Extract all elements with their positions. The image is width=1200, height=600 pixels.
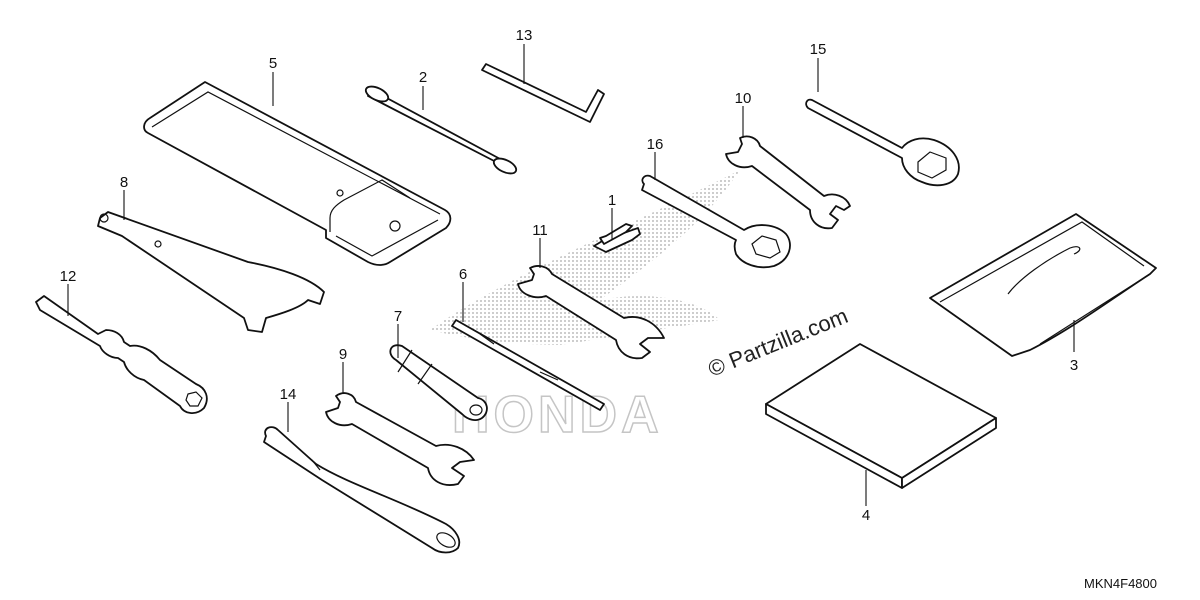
callout-9[interactable]: 9 — [339, 346, 347, 363]
callout-16[interactable]: 16 — [647, 136, 664, 153]
callout-8[interactable]: 8 — [120, 174, 128, 191]
callout-5[interactable]: 5 — [269, 55, 277, 72]
part-box-wrench-15[interactable] — [805, 98, 960, 187]
callout-3[interactable]: 3 — [1070, 357, 1078, 374]
callout-1[interactable]: 1 — [608, 192, 616, 209]
diagram-code: MKN4F4800 — [1084, 576, 1157, 591]
callout-labels: 5 2 13 15 10 16 1 11 8 12 6 7 9 14 4 3 — [60, 27, 1079, 524]
callout-7[interactable]: 7 — [394, 308, 402, 325]
callout-2[interactable]: 2 — [419, 69, 427, 86]
part-wrench-16[interactable] — [641, 174, 791, 269]
callout-12[interactable]: 12 — [60, 268, 77, 285]
callout-10[interactable]: 10 — [735, 90, 752, 107]
part-screwdriver-bit[interactable] — [451, 319, 605, 411]
callout-4[interactable]: 4 — [862, 507, 870, 524]
part-pin-rod[interactable] — [364, 83, 519, 176]
part-wrench-9[interactable] — [325, 392, 475, 486]
part-socket-wrench[interactable] — [35, 295, 208, 414]
part-hex-key[interactable] — [481, 63, 605, 123]
callout-11[interactable]: 11 — [532, 222, 548, 239]
part-tool-bag[interactable] — [143, 81, 452, 266]
part-tool-pouch[interactable] — [929, 213, 1157, 357]
part-wrench-10[interactable] — [725, 135, 851, 230]
part-fuse-puller[interactable] — [593, 223, 641, 253]
leader-lines — [67, 44, 1075, 506]
part-owners-manual[interactable] — [765, 343, 997, 489]
callout-13[interactable]: 13 — [516, 27, 533, 44]
honda-logo-watermark: HONDA — [430, 170, 740, 445]
part-screwdriver-handle[interactable] — [389, 344, 488, 421]
callout-15[interactable]: 15 — [810, 41, 827, 58]
callout-6[interactable]: 6 — [459, 266, 467, 283]
callout-14[interactable]: 14 — [280, 386, 297, 403]
part-wrench-11[interactable] — [517, 265, 665, 360]
part-extension-bar[interactable] — [263, 426, 461, 554]
part-hook-spanner[interactable] — [97, 211, 325, 333]
